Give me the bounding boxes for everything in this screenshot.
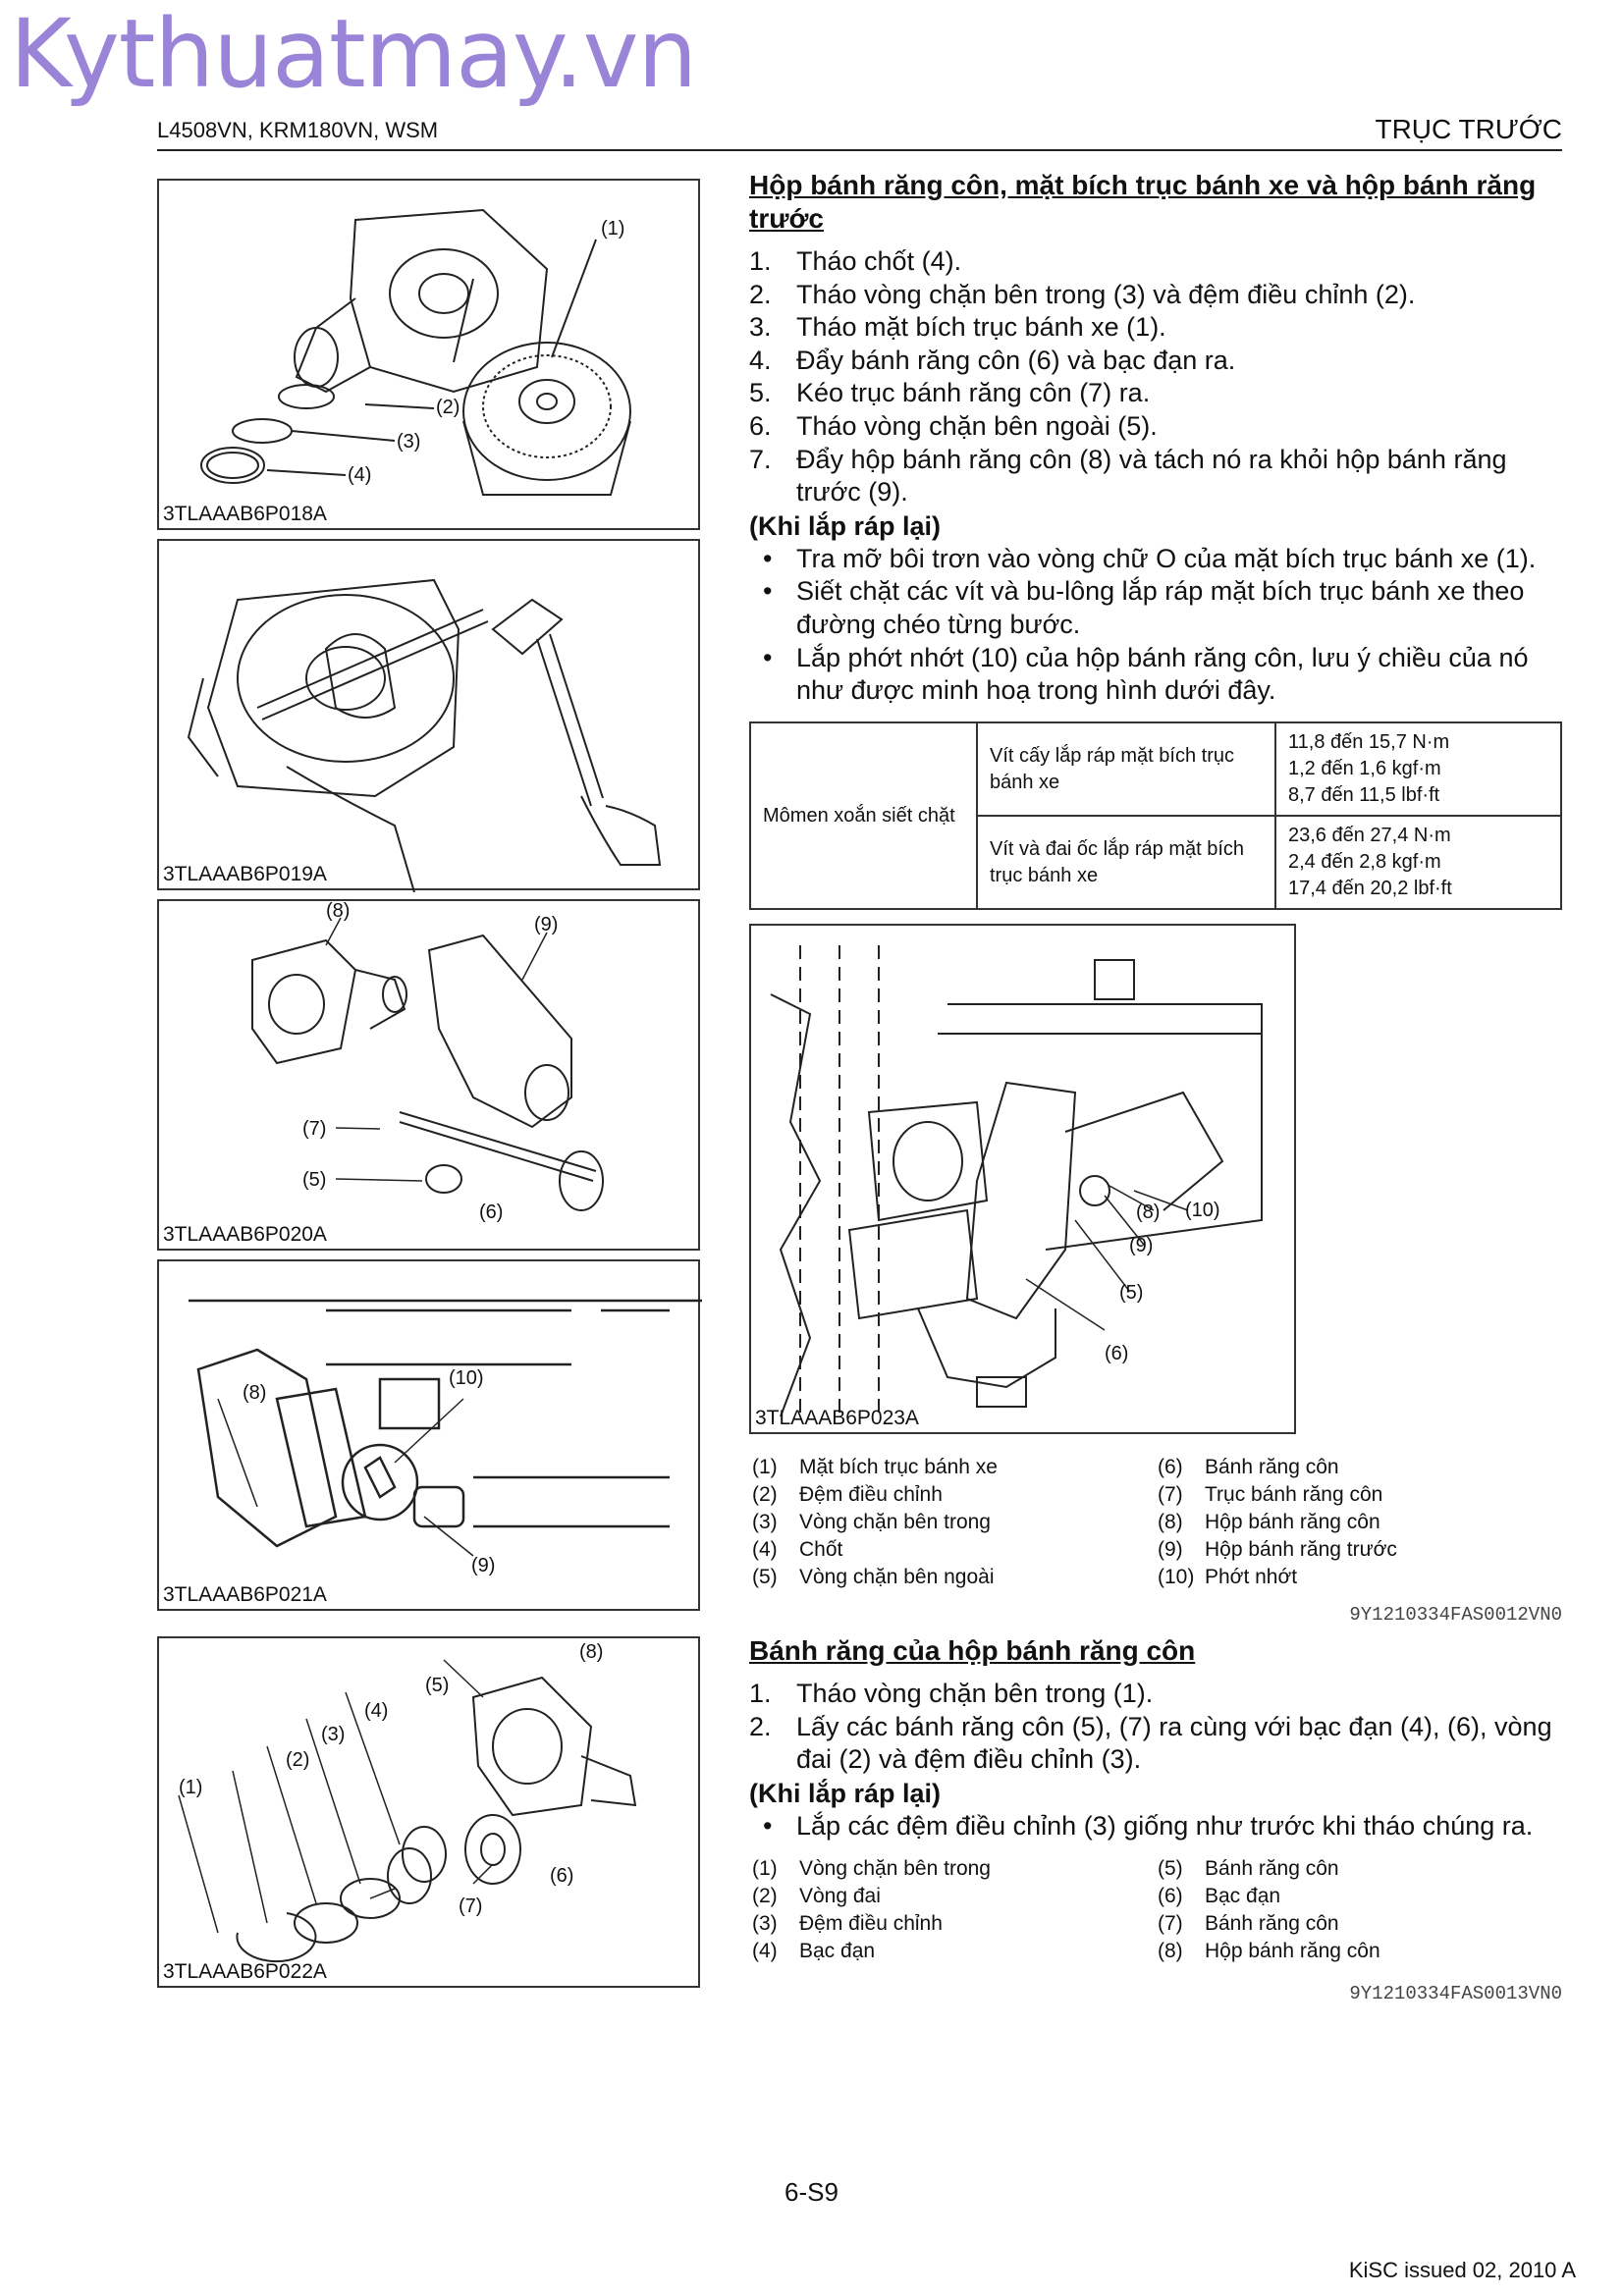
section-1-step-5: 5.Kéo trục bánh răng côn (7) ra. [749,378,1151,408]
section-2-note-1: Lắp các đệm điều chỉnh (3) giống như trư… [749,1810,1562,1843]
figure-022-label-6: (6) [550,1865,573,1887]
figure-022: (8) (5) (4) (3) (2) (1) (6) (7) 3TLAAAB6… [157,1636,700,1988]
torque-item-2: Vít và đai ốc lắp ráp mặt bích trục bánh… [976,815,1276,910]
figure-022-label-3: (3) [321,1724,345,1745]
section-1-step-6: 6.Tháo vòng chặn bên ngoài (5). [749,410,1158,441]
section-2-step-2: 2.Lấy các bánh răng côn (5), (7) ra cùng… [749,1711,1552,1775]
watermark-logo: Kythuatmay.vn [10,0,697,109]
figure-023-label-5: (5) [1119,1282,1143,1304]
figure-022-label-1: (1) [179,1777,202,1798]
figure-020-label-7: (7) [302,1118,326,1140]
section-2: Bánh răng của hộp bánh răng côn 1.Tháo v… [749,1634,1562,1842]
figure-021-label-9: (9) [471,1555,495,1576]
figure-018-label-2: (2) [436,397,460,418]
section-1-note-2: Siết chặt các vít và bu-lông lắp ráp mặt… [749,575,1562,641]
figure-022-label-5: (5) [425,1675,449,1696]
section-1-steps: 1.Tháo chốt (4). 2.Tháo vòng chặn bên tr… [749,245,1562,509]
section-1-code: 9Y1210334FAS0012VN0 [1349,1604,1562,1626]
section-1-legend: (1)Mặt bích trục bánh xe(6)Bánh răng côn… [752,1456,1397,1588]
section-1-title: Hộp bánh răng côn, mặt bích trục bánh xe… [749,170,1537,234]
hammer-punch-illustration [187,578,662,892]
figure-023-label-6: (6) [1105,1343,1128,1364]
figure-020-label-5: (5) [302,1169,326,1191]
section-1-note-1: Tra mỡ bôi trơn vào vòng chữ O của mặt b… [749,543,1562,576]
section-2-legend: (1)Vòng chặn bên trong(5)Bánh răng côn (… [752,1857,1380,1962]
section-2-code: 9Y1210334FAS0013VN0 [1349,1983,1562,2004]
torque-values-2: 23,6 đến 27,4 N·m 2,4 đến 2,8 kgf·m 17,4… [1274,815,1562,910]
figure-018-label-3: (3) [397,431,420,453]
section-1-step-4: 4.Đẩy bánh răng côn (6) và bạc đạn ra. [749,345,1236,375]
section-2-steps: 1.Tháo vòng chặn bên trong (1). 2.Lấy cá… [749,1678,1562,1777]
figure-020: (8) (9) (7) (5) (6) 3TLAAAB6P020A [157,899,700,1251]
section-2-title: Bánh răng của hộp bánh răng côn [749,1635,1196,1666]
header-models: L4508VN, KRM180VN, WSM [157,118,439,142]
figure-020-label-9: (9) [534,914,558,935]
section-1-notes: Tra mỡ bôi trơn vào vòng chữ O của mặt b… [749,543,1562,708]
section-1-step-2: 2.Tháo vòng chặn bên trong (3) và đệm đi… [749,279,1416,309]
figure-020-label-8: (8) [326,901,350,922]
exploded-wheel-flange-illustration: (1) (2) (3) (4) [200,208,631,496]
figure-022-label-2: (2) [286,1749,309,1771]
figure-018-label-4: (4) [348,464,371,486]
figure-023-label-10: (10) [1185,1200,1220,1221]
figure-018-caption: 3TLAAAB6P018A [163,503,327,525]
issued-note: KiSC issued 02, 2010 A [1348,2258,1576,2282]
torque-label: Mômen xoắn siết chặt [749,721,978,910]
figure-021-label-10: (10) [449,1367,484,1389]
section-1-step-7: 7.Đẩy hộp bánh răng côn (8) và tách nó r… [749,444,1507,507]
section-1-note-3: Lắp phớt nhớt (10) của hộp bánh răng côn… [749,642,1562,708]
figure-018: (1) (2) (3) (4) 3TLAAAB6P018A [157,179,700,530]
figure-018-label-1: (1) [601,218,624,240]
figure-022-label-4: (4) [364,1700,388,1722]
torque-values-1: 11,8 đến 15,7 N·m 1,2 đến 1,6 kgf·m 8,7 … [1274,721,1562,817]
section-2-notes: Lắp các đệm điều chỉnh (3) giống như trư… [749,1810,1562,1843]
figure-019-caption: 3TLAAAB6P019A [163,863,327,885]
section-1-step-3: 3.Tháo mặt bích trục bánh xe (1). [749,312,1166,343]
assembled-gear-case-illustration: (8) (10) (9) (5) (6) [770,945,1263,1417]
figure-023: (8) (10) (9) (5) (6) 3TLAAAB6P023A [749,924,1296,1434]
header-rule [157,149,1562,151]
figure-022-label-8: (8) [579,1641,603,1663]
figure-023-label-9: (9) [1129,1235,1153,1256]
section-2-reassembly-title: (Khi lắp ráp lại) [749,1778,942,1808]
figure-022-label-7: (7) [459,1896,482,1917]
figure-021-caption: 3TLAAAB6P021A [163,1583,327,1606]
section-1-reassembly-title: (Khi lắp ráp lại) [749,510,942,541]
section-1-step-1: 1.Tháo chốt (4). [749,246,962,276]
figure-021: (10) (8) (9) 3TLAAAB6P021A [157,1259,702,1611]
header-section: TRỤC TRƯỚC [1375,114,1562,144]
page-number: 6-S9 [784,2177,839,2207]
section-2-step-1: 1.Tháo vòng chặn bên trong (1). [749,1679,1154,1708]
figure-020-caption: 3TLAAAB6P020A [163,1223,327,1246]
gear-case-components-illustration: (8) (9) (7) (5) (6) [251,901,604,1223]
section-1: Hộp bánh răng côn, mặt bích trục bánh xe… [749,169,1562,708]
torque-item-1: Vít cấy lắp ráp mặt bích trục bánh xe [976,721,1276,817]
figure-023-caption: 3TLAAAB6P023A [755,1407,919,1429]
figure-020-label-6: (6) [479,1201,503,1223]
torque-table: Mômen xoắn siết chặt Vít cấy lắp ráp mặt… [749,721,1562,910]
figure-023-label-8: (8) [1136,1201,1160,1223]
oil-seal-detail-illustration: (10) (8) (9) [189,1299,702,1576]
figure-019: 3TLAAAB6P019A [157,539,700,892]
figure-022-caption: 3TLAAAB6P022A [163,1960,327,1983]
bevel-gear-exploded-illustration: (8) (5) (4) (3) (2) (1) (6) (7) [178,1641,637,1963]
figure-021-label-8: (8) [243,1382,266,1404]
